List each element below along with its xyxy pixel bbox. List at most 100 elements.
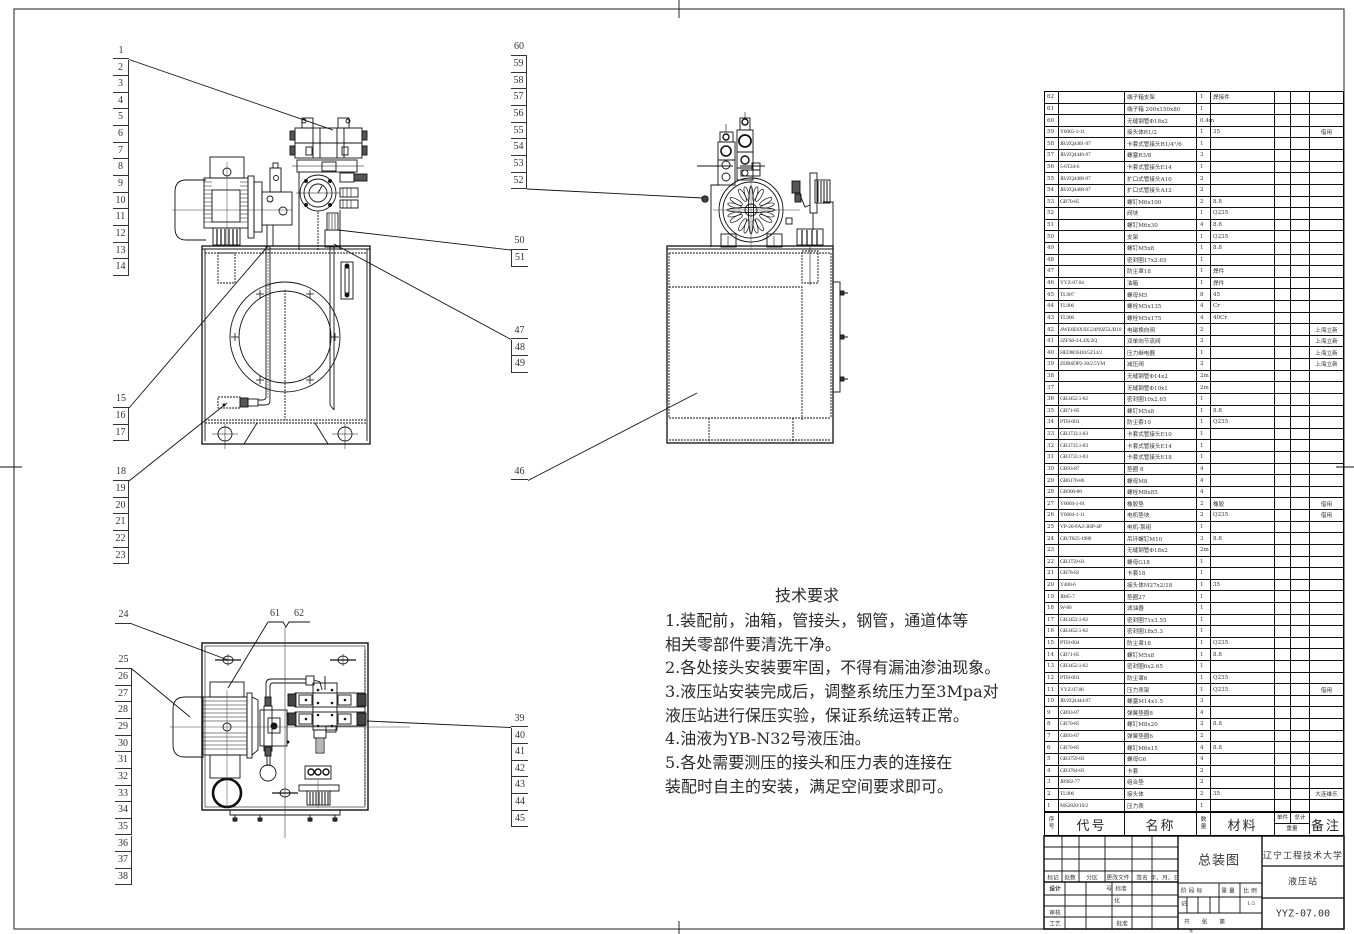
pressure-pipe-top-path [265,678,306,697]
bom-cell-material [1211,370,1275,382]
bom-cell-material: 8.8 [1211,219,1275,231]
motor-vents-ellipse [752,219,759,234]
bom-cell-unit-wt [1275,602,1291,614]
organization-name: 辽宁工程技术大学 [1262,851,1344,862]
bom-cell-total-wt [1291,335,1310,347]
tech-requirements: 1.装配前，油箱，管接头，钢管，通道体等 相关零部件要清洗干净。 2.各处接头安… [665,609,1005,799]
bom-cell-code [1059,370,1125,382]
suction-pipe-path [258,400,271,406]
oil-tank-front-polyline [314,422,329,445]
leader-lines [128,59,704,728]
terminal-box-side-rect [839,334,845,340]
bom-cell-code: GB/T825-1988 [1059,533,1125,544]
bom-cell-material [1211,347,1275,359]
bom-cell-total-wt [1291,219,1310,231]
bom-cell-total-wt [1291,370,1310,382]
motor-front-rect [211,189,241,223]
standardization-label-bottom: 化 [1114,898,1120,905]
bom-cell-material [1211,521,1275,533]
bom-cell-qty: 2 [1197,730,1211,742]
bom-cell-qty: 8 [1197,289,1211,301]
pressure-gauge-front-circle [304,203,308,207]
bom-cell-material [1211,602,1275,614]
valve-group-top-g-circle [316,713,320,717]
bom-cell-qty: 2 [1197,719,1211,730]
bom-cell-qty: 1 [1197,393,1211,405]
callout-number: 46 [511,464,528,481]
bom-cell-total-wt [1291,602,1310,614]
callout-number: 4 [113,92,129,110]
pump-top-rect [264,696,272,707]
bom-cell-name: 螺母G6 [1125,753,1197,765]
bom-cell-name: 垫圈 8 [1125,463,1197,475]
bom-cell-unit-wt [1275,324,1291,335]
bom-cell-total-wt [1291,347,1310,359]
bom-cell-material [1211,626,1275,637]
bom-cell-total-wt [1291,753,1310,765]
bom-cell-code: TL906 [1059,312,1125,324]
bom-cell-unit-wt [1275,173,1291,184]
bom-cell-remark [1310,754,1343,765]
oil-tank-front-polyline [243,422,258,445]
bom-cell-name: 无缝钢管Φ18x2 [1125,544,1197,556]
bom-cell-unit-wt [1275,301,1291,312]
motor-front-rect [212,227,241,246]
bom-cell-qty: 1 [1197,591,1211,602]
bom-cell-no: 45 [1045,289,1059,301]
header-unit-weight: 单件 [1275,813,1291,824]
leader-50 [337,229,512,251]
bom-cell-name: 端子箱 200x150x80 [1125,103,1197,115]
bom-cell-code: GB3452.1-82 [1059,626,1125,637]
tech-line: 液压站进行保压实验，保证系统运转正常。 [665,705,970,725]
bom-cell-unit-wt [1275,393,1291,405]
bom-cell-code: GB71-85 [1059,405,1125,417]
bom-cell-material [1211,800,1275,811]
bom-cell-name: 卡套18 [1125,568,1197,579]
bom-cell-no: 16 [1045,626,1059,637]
bom-cell-remark [1310,475,1343,486]
bom-cell-code: GB3764-83 [1059,765,1125,777]
bom-cell-code: YYZ-07.04 [1059,277,1125,289]
valve-group-top-rect [337,694,352,706]
pipe-fittings-front-rect [326,212,339,231]
rev-header-change-doc: 更改文件 [1106,875,1130,882]
bom-cell-code: GB3733.1-83 [1059,452,1125,463]
bom-cell-remark [1310,766,1343,777]
suction-filter [217,396,259,409]
bom-cell-remark [1310,162,1343,173]
bom-cell-code: JB/ZQ4408-97 [1059,184,1125,196]
bom-cell-unit-wt [1275,684,1291,695]
bom-cell-remark [1310,197,1343,208]
tech-line: 相关零部件要清洗干净。 [665,634,842,654]
bom-cell-remark [1310,719,1343,730]
bom-cell-total-wt [1291,533,1310,544]
gauge-line-top-circle [259,764,277,782]
bom-cell-qty: 2 [1197,359,1211,370]
bom-cell-code: GB70-85 [1059,719,1125,730]
valve-stack-front-rect [321,161,337,172]
valve-stack-front-rect [294,142,363,159]
bom-cell-code: JB85-7 [1059,591,1125,602]
bom-cell-no: 41 [1045,335,1059,347]
bom-cell-no: 15 [1045,637,1059,649]
bom-cell-unit-wt [1275,730,1291,742]
valve-stack-front-rect [361,145,368,156]
bom-cell-total-wt [1291,521,1310,533]
return-filter-top-rect [298,784,340,792]
motor-front-rect [203,177,249,229]
bom-cell-name: 电机-泵组 [1125,521,1197,533]
bom-cell-no: 38 [1045,370,1059,382]
bom-cell-remark: 借用 [1320,687,1333,694]
bom-cell-unit-wt [1275,568,1291,579]
bom-cell-unit-wt [1275,103,1291,115]
bom-cell-name: 防尘罩18 [1125,266,1197,277]
callout-number: 59 [511,56,527,73]
bom-cell-qty: 1 [1197,405,1211,417]
bom-cell-material: Q235 [1211,208,1275,219]
bom-cell-code: JB/ZQ4446-97 [1059,150,1125,161]
